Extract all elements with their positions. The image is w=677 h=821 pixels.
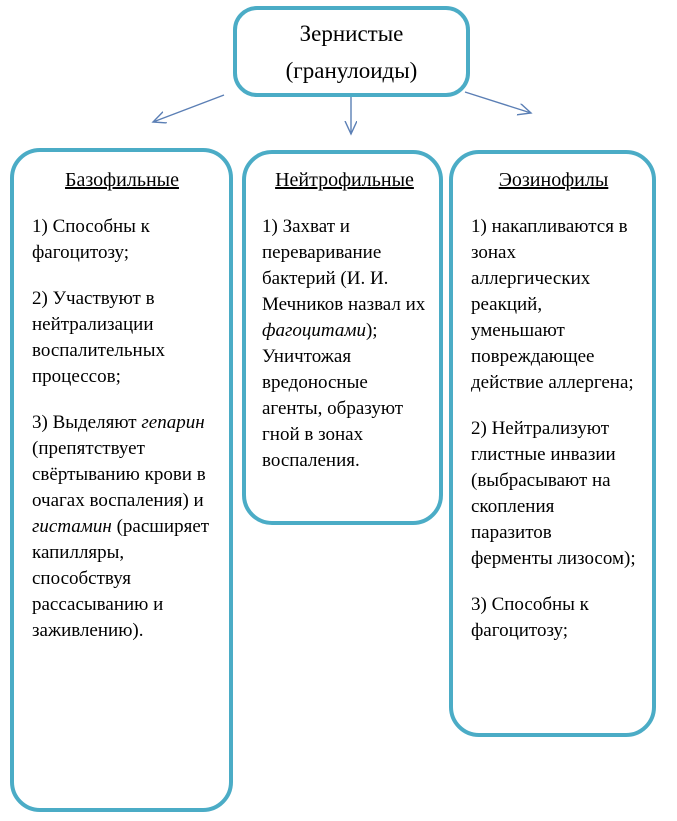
basophils-paragraph-2: 2) Участвуют в нейтрализации воспалитель… bbox=[32, 288, 165, 387]
eosinophils-title: Эозинофилы bbox=[498, 169, 609, 191]
text-segment: 1) Захват и переваривание бактерий (И. И… bbox=[262, 216, 426, 315]
eosinophils-paragraph-3: 3) Способны к фагоцитозу; bbox=[471, 594, 589, 641]
text-segment: (препятствует свёртыванию крови в очагах… bbox=[32, 438, 206, 511]
eosinophils-box: Эозинофилы 1) накапливаются в зонах алле… bbox=[449, 150, 656, 737]
basophils-paragraph-3: 3) Выделяют гепарин (препятствует свёрты… bbox=[32, 410, 212, 644]
root-title-line2: (гранулоиды) bbox=[285, 57, 418, 83]
arrow-to-eosinophils bbox=[464, 91, 531, 113]
text-segment-italic: фагоцитами bbox=[262, 320, 366, 341]
text-segment: ); Уничтожая вредоносные агенты, образую… bbox=[262, 320, 404, 471]
arrow-to-basophils bbox=[153, 94, 225, 122]
text-segment-italic: гепарин bbox=[141, 412, 205, 433]
root-title-line1: Зернистые bbox=[299, 20, 404, 46]
basophils-title: Базофильные bbox=[65, 169, 179, 191]
root-node-granulocytes: Зернистые (гранулоиды) bbox=[233, 6, 470, 97]
basophils-box: Базофильные 1) Способны к фагоцитозу; 2)… bbox=[10, 148, 233, 812]
text-segment-italic: гистамин bbox=[32, 516, 112, 537]
text-segment: 3) Выделяют bbox=[32, 412, 142, 433]
basophils-paragraph-1: 1) Способны к фагоцитозу; bbox=[32, 216, 150, 263]
text-segment: (расширяет капилляры, способствуя рассас… bbox=[32, 516, 210, 641]
eosinophils-paragraph-2: 2) Нейтрализуют глистные инвазии (выбрас… bbox=[471, 418, 636, 569]
neutrophils-box: Нейтрофильные 1) Захват и переваривание … bbox=[242, 150, 443, 525]
neutrophils-title: Нейтрофильные bbox=[275, 169, 414, 191]
eosinophils-paragraph-1: 1) накапливаются в зонах аллергических р… bbox=[471, 216, 634, 393]
neutrophils-paragraph-1: 1) Захват и переваривание бактерий (И. И… bbox=[262, 214, 427, 474]
